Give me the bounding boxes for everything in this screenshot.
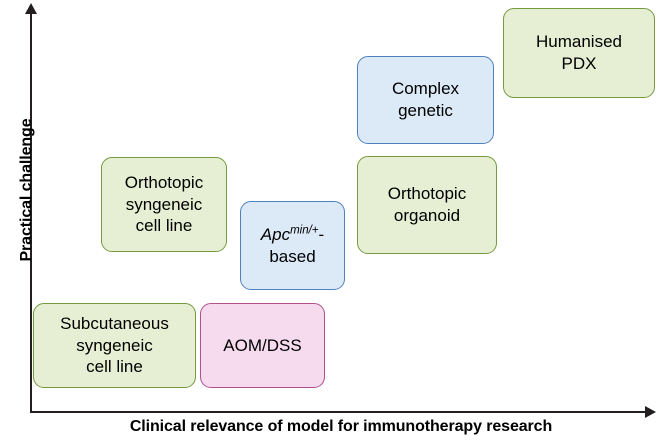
model-box-label: Complex genetic	[391, 79, 460, 120]
model-box-label: Orthotopic syngeneic cell line	[124, 172, 204, 236]
model-box-apc-min-based[interactable]: Apcmin/+- based	[240, 201, 345, 290]
model-box-label: Subcutaneous syngeneic cell line	[60, 313, 169, 377]
model-box-complex-genetic[interactable]: Complex genetic	[357, 56, 494, 144]
model-box-orthotopic-organoid[interactable]: Orthotopic organoid	[357, 156, 497, 254]
model-box-label: AOM/DSS	[223, 335, 302, 355]
gene-name: Apc	[260, 224, 291, 244]
model-box-subcutaneous-syngeneic-cell-line[interactable]: Subcutaneous syngeneic cell line	[33, 303, 196, 388]
x-axis-arrow-icon	[645, 406, 656, 418]
y-axis-line	[30, 12, 32, 413]
model-box-humanised-pdx[interactable]: Humanised PDX	[503, 8, 655, 98]
model-box-label: Humanised PDX	[536, 32, 622, 73]
model-box-orthotopic-syngeneic-cell-line[interactable]: Orthotopic syngeneic cell line	[101, 157, 227, 252]
gene-suffix: - based	[269, 224, 325, 266]
x-axis-label: Clinical relevance of model for immunoth…	[129, 418, 553, 435]
gene-superscript: min/+	[290, 224, 319, 237]
model-box-label: Apcmin/+- based	[261, 224, 324, 268]
x-axis-line	[31, 411, 649, 413]
y-axis-arrow-icon	[25, 3, 37, 14]
model-box-aom-dss[interactable]: AOM/DSS	[200, 303, 325, 388]
model-box-label: Orthotopic organoid	[387, 184, 467, 225]
y-axis-label: Practical challenge	[18, 118, 35, 262]
